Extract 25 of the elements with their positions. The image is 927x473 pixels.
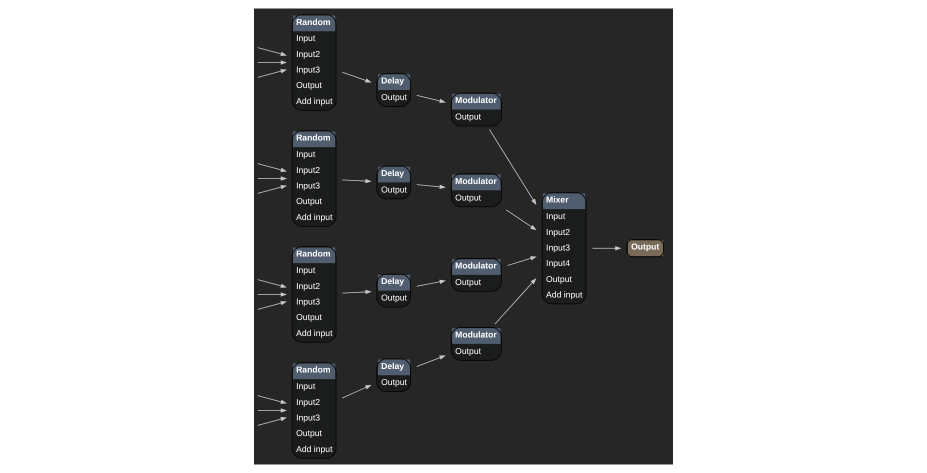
arrow: [257, 163, 287, 172]
arrow: [257, 279, 287, 288]
arrow: [257, 292, 288, 297]
arrow: [342, 290, 372, 294]
arrow: [416, 355, 446, 367]
arrow: [257, 395, 287, 404]
arrow: [416, 184, 446, 189]
arrow: [257, 69, 287, 78]
arrow: [416, 280, 446, 287]
arrow: [489, 129, 536, 206]
arrow: [257, 176, 288, 181]
arrow: [507, 256, 537, 266]
arrow: [342, 178, 372, 184]
arrow: [342, 384, 372, 398]
arrow: [506, 210, 537, 230]
arrow: [592, 246, 622, 250]
arrow: [257, 47, 287, 56]
arrow: [257, 301, 287, 310]
arrow: [257, 417, 287, 426]
arrow: [342, 72, 372, 82]
arrow: [416, 94, 446, 104]
arrow: [257, 185, 287, 194]
arrow: [494, 278, 536, 324]
arrow: [257, 408, 288, 413]
arrow: [257, 60, 288, 65]
